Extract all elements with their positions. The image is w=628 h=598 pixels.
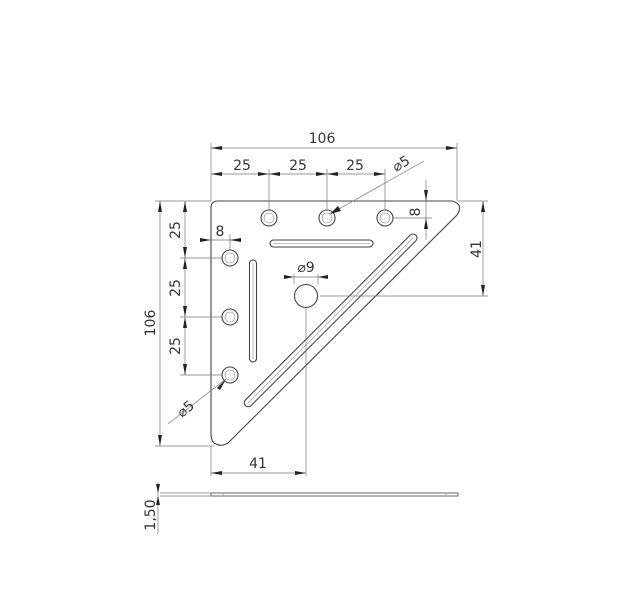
plate-outline bbox=[210, 200, 461, 446]
dim-top-hole-spacing: 25 25 25 bbox=[211, 158, 386, 210]
dim-center-hole-diameter: ⌀9 bbox=[284, 260, 328, 284]
svg-text:⌀5: ⌀5 bbox=[390, 153, 413, 176]
dim-top-edge-offset: 8 bbox=[393, 180, 432, 240]
svg-text:25: 25 bbox=[233, 158, 251, 174]
svg-text:25: 25 bbox=[168, 337, 184, 355]
svg-text:41: 41 bbox=[469, 240, 485, 258]
svg-text:41: 41 bbox=[249, 456, 267, 472]
svg-text:25: 25 bbox=[168, 221, 184, 239]
svg-text:25: 25 bbox=[168, 279, 184, 297]
dim-left-hole-diameter: ⌀5 bbox=[167, 378, 227, 425]
side-view bbox=[210, 492, 459, 497]
vertical-slot bbox=[248, 259, 258, 363]
dim-overall-width: 106 bbox=[210, 131, 458, 201]
diagonal-slot bbox=[243, 233, 418, 408]
dim-top-hole-diameter: ⌀5 bbox=[329, 153, 425, 215]
dim-center-hole-from-left: 41 bbox=[210, 308, 307, 476]
dim-overall-height: 106 bbox=[143, 200, 214, 447]
top-holes bbox=[260, 209, 394, 227]
svg-text:⌀9: ⌀9 bbox=[297, 260, 314, 276]
svg-text:106: 106 bbox=[309, 131, 336, 147]
svg-text:⌀5: ⌀5 bbox=[174, 398, 198, 421]
svg-text:8: 8 bbox=[216, 224, 225, 240]
left-holes bbox=[221, 249, 239, 384]
dim-center-hole-from-top: 41 bbox=[320, 200, 488, 297]
svg-text:1,50: 1,50 bbox=[143, 499, 159, 530]
svg-text:25: 25 bbox=[346, 158, 364, 174]
center-hole bbox=[293, 283, 319, 309]
svg-text:106: 106 bbox=[143, 310, 159, 337]
svg-text:25: 25 bbox=[289, 158, 307, 174]
horizontal-slot bbox=[269, 239, 374, 248]
dim-left-edge-offset: 8 bbox=[200, 224, 241, 250]
svg-text:8: 8 bbox=[408, 208, 424, 217]
dim-thickness: 1,50 bbox=[143, 482, 211, 534]
dim-left-hole-spacing: 25 25 25 bbox=[168, 201, 222, 376]
